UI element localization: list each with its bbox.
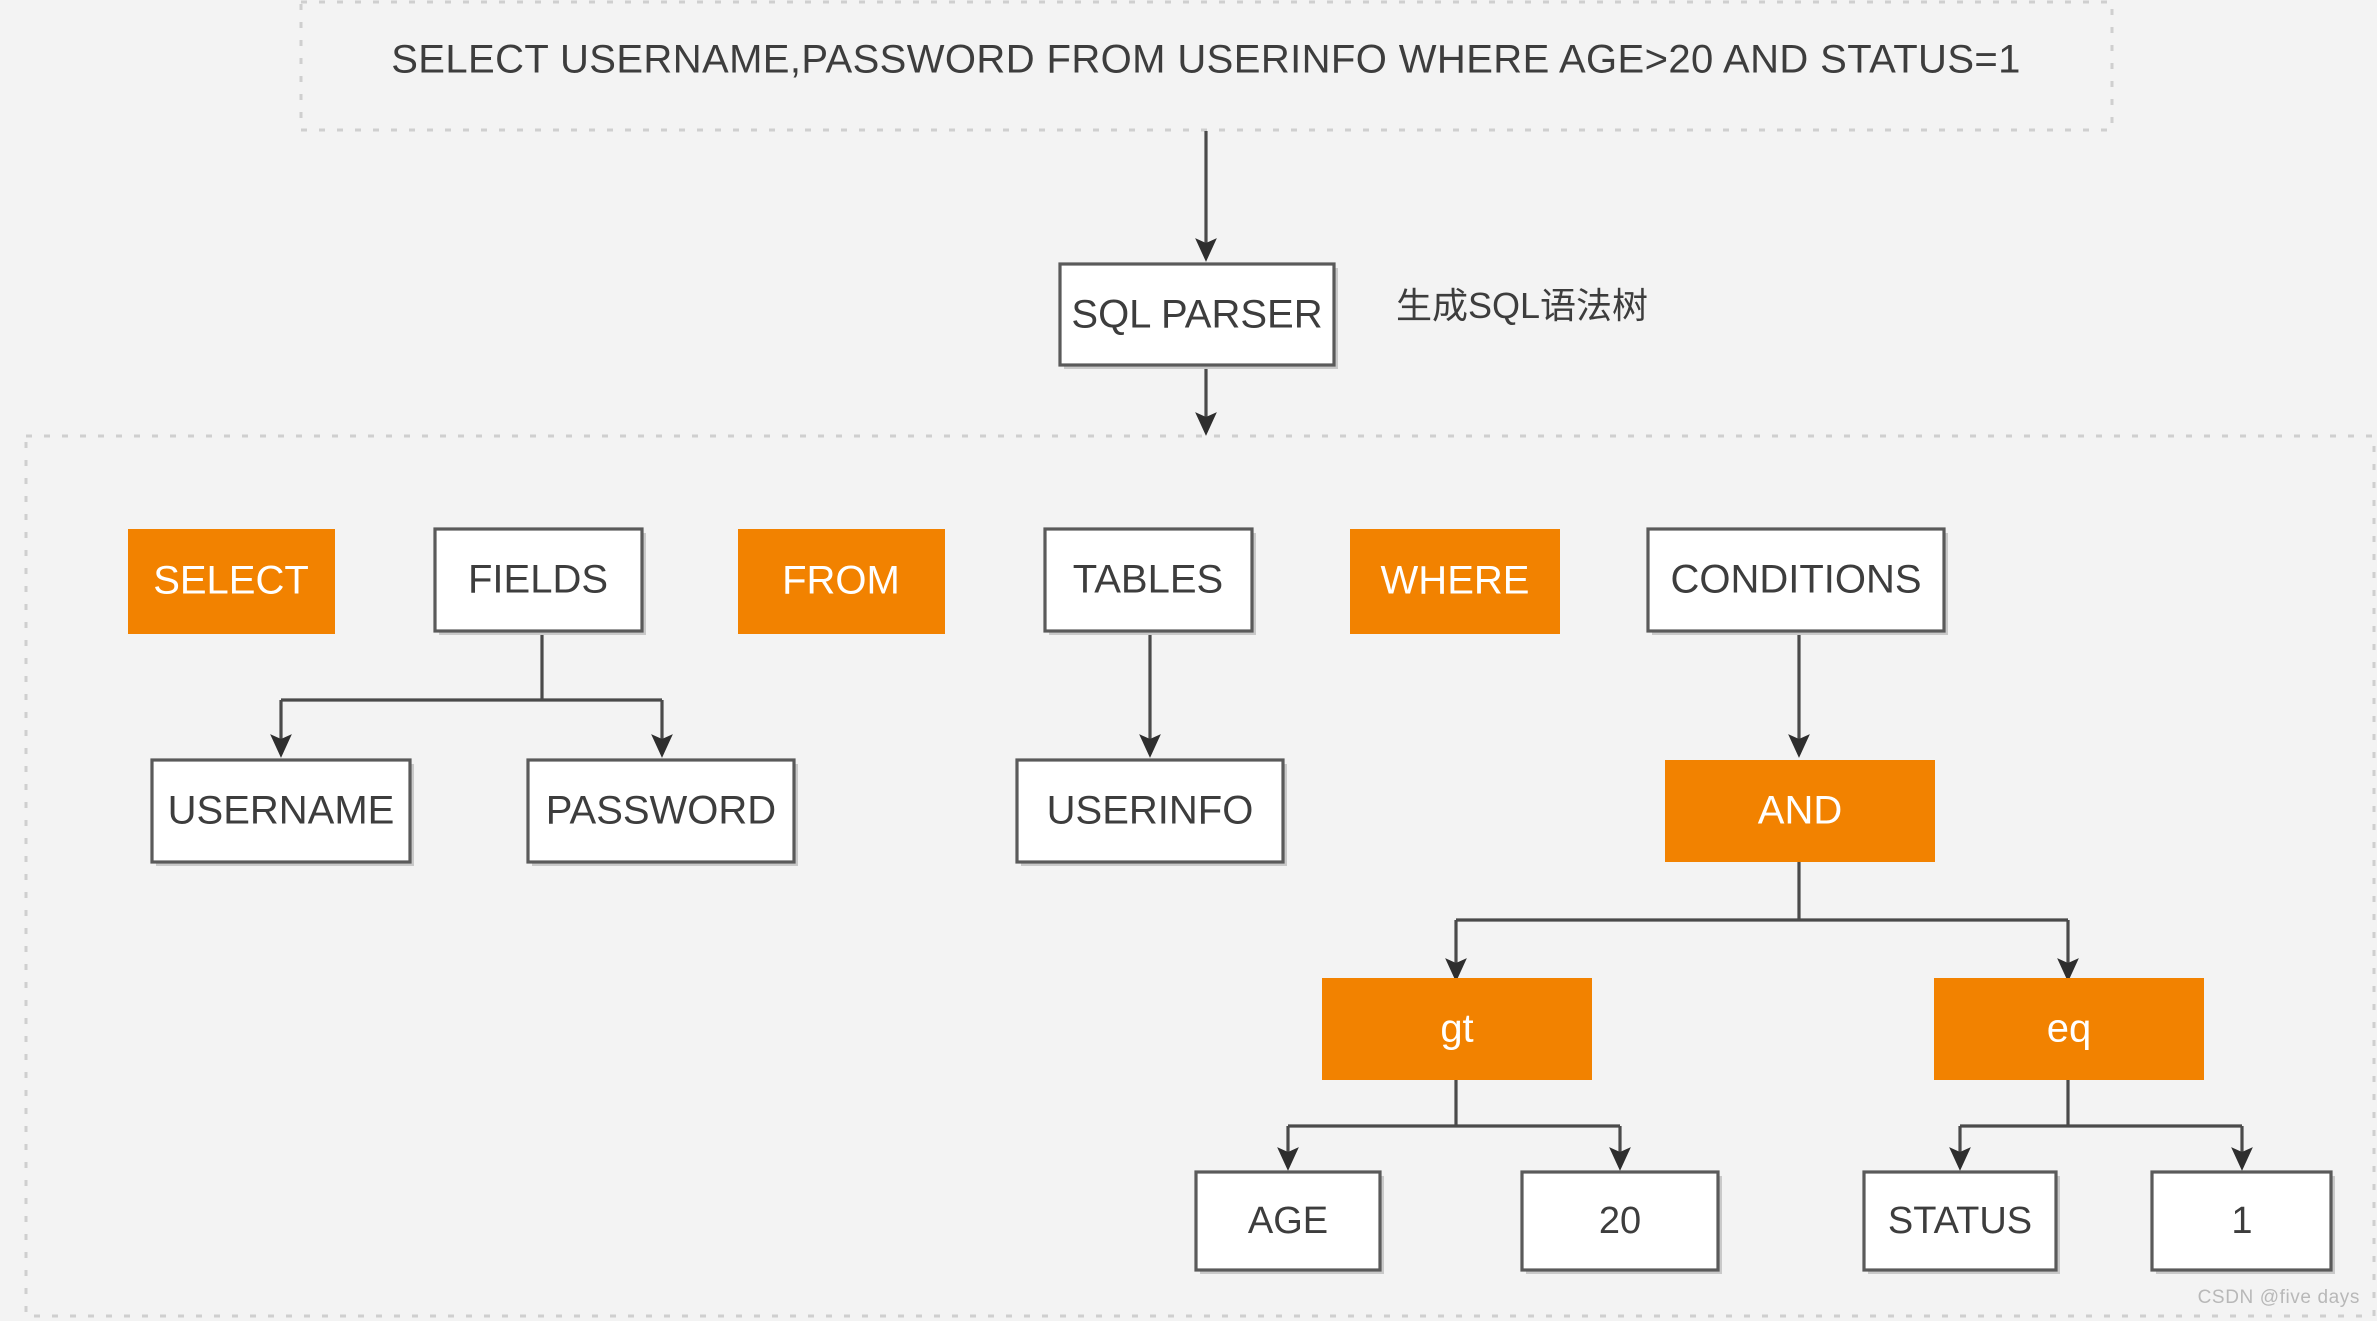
node-and-box[interactable]	[1665, 760, 1935, 862]
node-where-label: WHERE	[1381, 559, 1530, 603]
parser-node-label: SQL PARSER	[1071, 293, 1322, 337]
connector-eq-trunk	[1960, 1080, 2242, 1128]
node-tables-box[interactable]	[1043, 527, 1254, 633]
sql-query-text: SELECT USERNAME,PASSWORD FROM USERINFO W…	[391, 38, 2021, 82]
node-status-label: STATUS	[1888, 1200, 2032, 1242]
node-username-label: USERNAME	[168, 789, 395, 833]
node-where-box[interactable]	[1350, 529, 1560, 634]
node-twenty-box[interactable]	[1520, 1170, 1720, 1272]
node-gt-box[interactable]	[1322, 978, 1592, 1080]
node-eq-label: eq	[2047, 1007, 2092, 1051]
connector-gt-trunk	[1288, 1080, 1620, 1128]
connector-and-trunk	[1456, 862, 2068, 922]
parser-annotation-label: 生成SQL语法树	[1396, 285, 1648, 326]
node-age-label: AGE	[1248, 1200, 1328, 1242]
node-password-box[interactable]	[526, 758, 796, 864]
node-status-box[interactable]	[1862, 1170, 2058, 1272]
node-password-label: PASSWORD	[546, 789, 776, 833]
node-from-box[interactable]	[738, 529, 945, 634]
node-fields-label: FIELDS	[468, 558, 608, 602]
node-select-box[interactable]	[128, 529, 335, 634]
node-one-box[interactable]	[2150, 1170, 2333, 1272]
parser-node-box[interactable]	[1058, 262, 1336, 367]
node-from-label: FROM	[782, 559, 900, 603]
node-select-label: SELECT	[153, 559, 309, 603]
node-fields-box[interactable]	[433, 527, 644, 633]
node-tables-label: TABLES	[1073, 558, 1223, 602]
node-userinfo-label: USERINFO	[1047, 789, 1254, 833]
node-twenty-label: 20	[1599, 1200, 1641, 1242]
node-gt-label: gt	[1440, 1007, 1473, 1051]
syntax-tree-zone	[24, 434, 2376, 1318]
node-userinfo-box[interactable]	[1015, 758, 1285, 864]
node-one-label: 1	[2231, 1200, 2252, 1242]
node-conditions-label: CONDITIONS	[1670, 558, 1921, 602]
watermark-label: CSDN @five days	[2198, 1287, 2360, 1308]
node-eq-box[interactable]	[1934, 978, 2204, 1080]
node-conditions-box[interactable]	[1646, 527, 1946, 633]
node-username-box[interactable]	[150, 758, 412, 864]
query-input-zone	[299, 0, 2114, 132]
connector-fields-trunk	[281, 635, 662, 702]
node-and-label: AND	[1758, 789, 1842, 833]
node-age-box[interactable]	[1194, 1170, 1382, 1272]
